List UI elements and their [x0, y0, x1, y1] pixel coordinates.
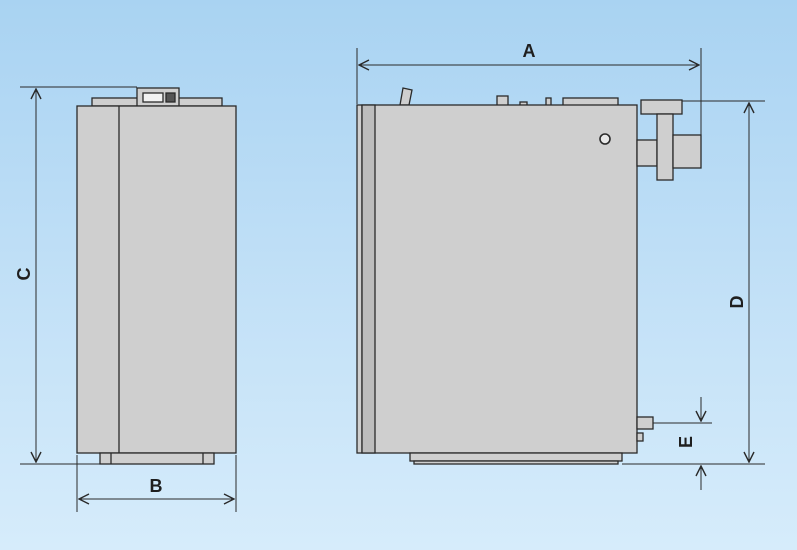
drain-valve	[636, 432, 644, 442]
front-view	[76, 87, 237, 465]
burner-neck	[636, 139, 658, 167]
burner-top-plate	[640, 99, 683, 115]
side-body	[356, 104, 638, 454]
front-base-plate	[99, 452, 215, 465]
label-d: D	[727, 296, 747, 309]
label-b: B	[150, 476, 163, 496]
side-door-strip	[361, 104, 376, 454]
control-button	[165, 92, 176, 103]
burner-flange	[672, 134, 702, 169]
label-a: A	[523, 41, 536, 61]
side-dimensions	[356, 48, 765, 490]
display-window	[142, 92, 164, 103]
drain-outlet	[636, 416, 654, 430]
label-e: E	[676, 436, 696, 448]
side-view	[356, 87, 702, 465]
front-body	[76, 105, 237, 454]
side-base-plate	[409, 452, 623, 462]
burner-stem	[656, 113, 674, 181]
top-pipe-stub	[399, 87, 413, 106]
side-base-foot	[413, 460, 619, 465]
front-dimensions	[20, 86, 237, 512]
label-c: C	[14, 268, 34, 281]
inspection-port	[599, 133, 611, 145]
